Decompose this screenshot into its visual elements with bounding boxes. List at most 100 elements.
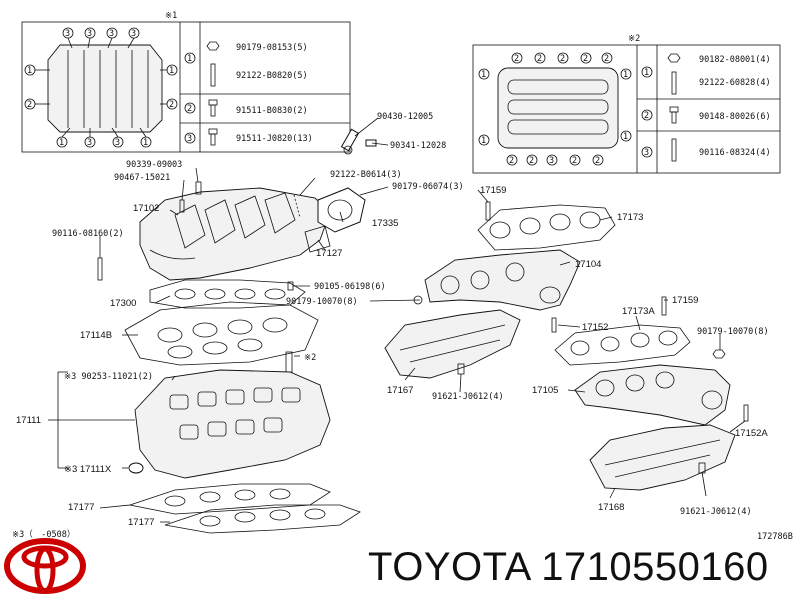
svg-text:3: 3 <box>87 138 92 148</box>
svg-text:1: 1 <box>481 70 486 80</box>
heat-shield-right <box>589 424 736 491</box>
callout-17168: 17168 <box>598 502 624 513</box>
svg-text:2: 2 <box>560 54 565 64</box>
callout-90341: 90341-12028 <box>390 141 446 151</box>
part-callouts: 90430-12005 90341-12028 90339-09003 9046… <box>12 112 793 542</box>
inset-2-part-1b: 92122-60828(4) <box>699 78 771 88</box>
inset-2-part-3: 90116-08324(4) <box>699 148 771 158</box>
inset-2-ref: ※2 <box>628 34 640 44</box>
exhaust-manifold-right <box>574 364 731 426</box>
stud-icon <box>671 71 677 95</box>
lower-intake-manifold <box>134 369 331 479</box>
svg-text:3: 3 <box>187 134 192 144</box>
svg-text:1: 1 <box>481 136 486 146</box>
inset-2-callout-circles: 2 2 2 2 2 1 1 1 1 2 2 3 2 2 <box>478 52 632 166</box>
inset-1-part-1a: 90179-08153(5) <box>236 43 308 53</box>
throttle-gasket <box>304 225 331 253</box>
callout-92122-b0614: 92122-B0614(3) <box>330 170 402 180</box>
svg-text:3: 3 <box>65 29 70 39</box>
svg-text:2: 2 <box>595 156 600 166</box>
callout-17177-b: 17177 <box>128 517 154 528</box>
bolt-icon <box>208 99 218 117</box>
svg-text:1: 1 <box>27 66 32 76</box>
inset-1-part-1b: 92122-B0820(5) <box>236 71 308 81</box>
svg-text:3: 3 <box>87 29 92 39</box>
callout-17335: 17335 <box>372 218 398 229</box>
brand-title: TOYOTA 1710550160 <box>368 545 769 590</box>
callout-17102: 17102 <box>133 203 159 214</box>
callout-17159-a: 17159 <box>480 185 506 196</box>
callout-17173: 17173 <box>617 212 643 223</box>
svg-text:2: 2 <box>604 54 609 64</box>
inset-1-callout-circles: 3 3 3 3 1 2 1 2 1 3 3 1 <box>24 27 178 148</box>
part-number: 1710550160 <box>541 545 769 589</box>
manifold-plug <box>128 462 144 474</box>
callout-90339: 90339-09003 <box>126 160 182 170</box>
svg-text:2: 2 <box>529 156 534 166</box>
svg-text:2: 2 <box>514 54 519 64</box>
inset-2-table: 1 2 3 90182-08001(4) 92122-60828(4) 9014… <box>641 53 771 162</box>
callout-90467: 90467-15021 <box>114 173 170 183</box>
callout-17127: 17127 <box>316 248 342 259</box>
heat-shield-left <box>384 309 521 379</box>
callout-17177-a: 17177 <box>68 502 94 513</box>
callout-17167: 17167 <box>387 385 413 396</box>
inset-1-part-2: 91511-B0830(2) <box>236 106 308 116</box>
diagram-code: 172786B <box>757 532 793 542</box>
svg-text:3: 3 <box>115 138 120 148</box>
bolt-icon <box>208 128 218 146</box>
svg-text:2: 2 <box>572 156 577 166</box>
callout-17114b: 17114B <box>80 330 112 341</box>
svg-text:2: 2 <box>27 100 32 110</box>
inset-1-table: 1 2 3 90179-08153(5) 92122-B0820(5) 9151… <box>184 41 313 146</box>
intake-gasket-b <box>164 504 361 534</box>
callout-17152a: 17152A <box>735 428 768 439</box>
exhaust-gasket-lower <box>554 324 691 366</box>
intake-gasket-a <box>128 483 331 515</box>
callout-90105: 90105-06198(6) <box>314 282 386 292</box>
callout-17104: 17104 <box>575 259 601 270</box>
footnote: ※3（ -0508） <box>12 529 75 540</box>
bolt-icon <box>669 106 679 124</box>
inset-box-1: ※1 3 3 3 3 <box>21 11 351 153</box>
nut-icon <box>206 41 220 51</box>
exhaust-gasket-upper <box>477 204 616 251</box>
svg-text:1: 1 <box>623 132 628 142</box>
inset-1-manifold-sketch <box>47 44 163 133</box>
callout-90253: ※3 90253-11021(2) <box>64 372 153 382</box>
callout-ref-2: ※2 <box>304 353 316 363</box>
inset-2-part-1a: 90182-08001(4) <box>699 55 771 65</box>
sensor-bracket <box>340 128 377 155</box>
svg-text:2: 2 <box>509 156 514 166</box>
inset-2-part-2: 90148-80026(6) <box>699 112 771 122</box>
lower-intake-manifold-detail <box>169 387 301 440</box>
svg-text:2: 2 <box>187 104 192 114</box>
inset-1-ref: ※1 <box>165 11 177 21</box>
svg-text:2: 2 <box>537 54 542 64</box>
svg-text:3: 3 <box>644 148 649 158</box>
leader-lines <box>48 117 746 523</box>
callout-17173a: 17173A <box>622 306 655 317</box>
exhaust-manifold-left <box>424 249 581 311</box>
callout-17300: 17300 <box>110 298 136 309</box>
brand-name: TOYOTA <box>368 545 530 589</box>
svg-text:1: 1 <box>187 54 192 64</box>
callout-90430: 90430-12005 <box>377 112 433 122</box>
upper-intake-manifold <box>139 187 331 281</box>
callout-91621-b: 91621-J0612(4) <box>680 507 752 517</box>
svg-text:1: 1 <box>143 138 148 148</box>
svg-text:3: 3 <box>549 156 554 166</box>
svg-text:2: 2 <box>169 100 174 110</box>
stud-icon <box>210 63 216 87</box>
upper-intake-manifold-detail <box>149 192 296 260</box>
toyota-logo <box>4 538 86 594</box>
callout-90179-06074: 90179-06074(3) <box>392 182 464 192</box>
callout-90116-08160: 90116-08160(2) <box>52 229 124 239</box>
svg-text:3: 3 <box>131 29 136 39</box>
nut-icon <box>667 53 681 63</box>
callout-17152: 17152 <box>582 322 608 333</box>
inset-1-part-3: 91511-J0820(13) <box>236 134 313 144</box>
svg-text:1: 1 <box>169 66 174 76</box>
callout-17159-b: 17159 <box>672 295 698 306</box>
